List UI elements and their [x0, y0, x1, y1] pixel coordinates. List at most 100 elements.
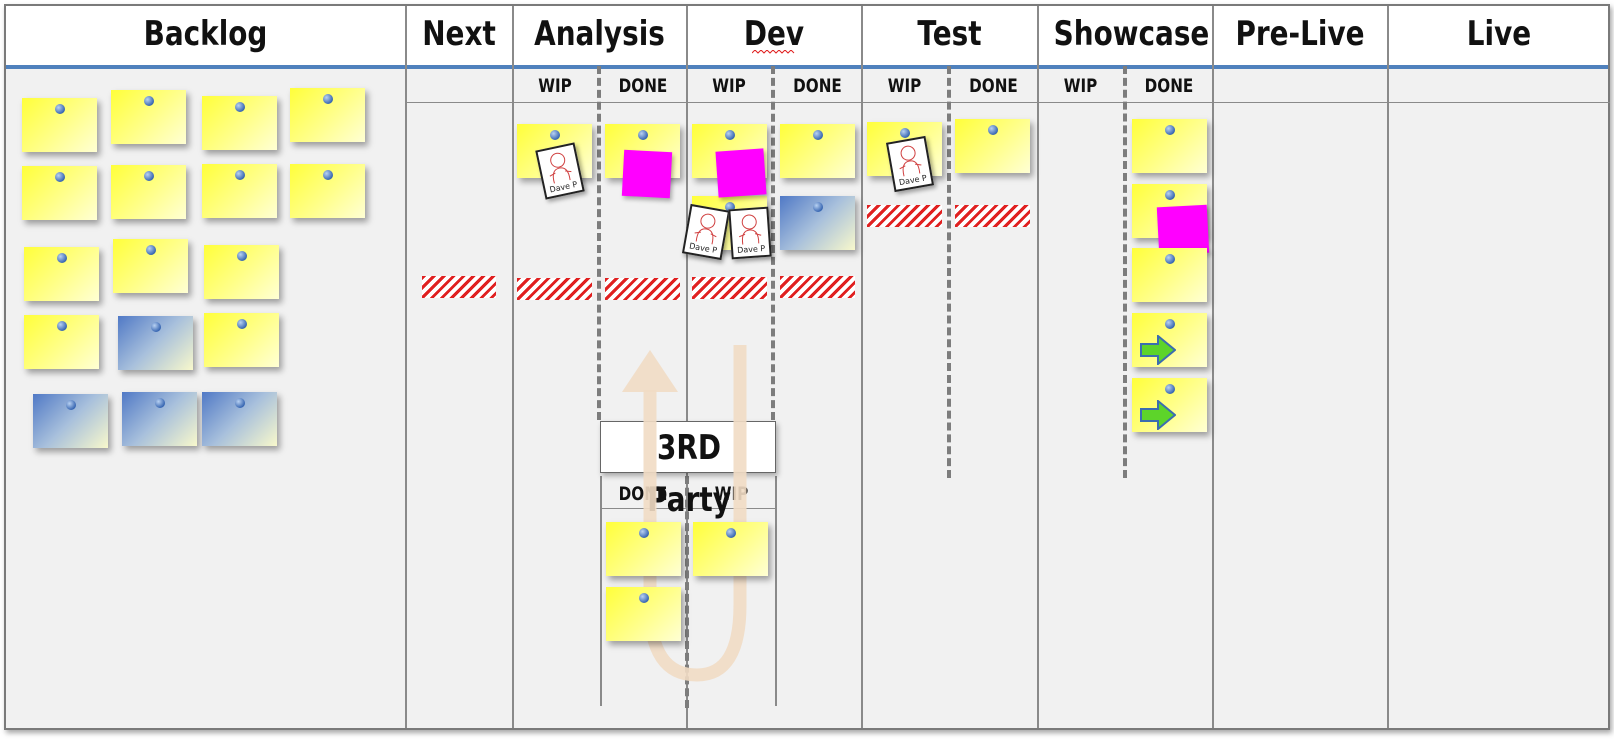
defect-card[interactable] [202, 392, 277, 446]
pushpin-icon [56, 253, 67, 263]
pushpin-icon [54, 104, 65, 114]
story-card[interactable] [204, 313, 279, 367]
person-avatar-icon[interactable]: Dave P [681, 203, 731, 261]
defect-card[interactable] [780, 196, 855, 250]
pushpin-icon [234, 398, 245, 408]
subcolumn-divider [597, 66, 601, 420]
story-card[interactable] [22, 98, 97, 152]
column-title-test: Test [917, 14, 982, 54]
pushpin-icon [236, 251, 247, 261]
right-arrow-icon [1140, 400, 1176, 430]
subcolumn-divider [947, 66, 951, 478]
spellcheck-underline [752, 50, 795, 54]
wip-limit-marker [867, 205, 942, 227]
pushpin-icon [322, 170, 333, 180]
story-card[interactable] [955, 119, 1030, 173]
header-band [6, 6, 1608, 66]
column-separator [1212, 6, 1214, 728]
wip-limit-marker [692, 277, 767, 299]
person-sketch-icon [694, 213, 717, 245]
subheader-rule [406, 102, 1610, 103]
story-card[interactable] [24, 247, 99, 301]
story-card[interactable] [113, 239, 188, 293]
column-separator [686, 6, 688, 728]
blocked-tag[interactable] [621, 149, 673, 199]
defect-card[interactable] [33, 394, 108, 448]
pushpin-icon [1164, 319, 1175, 329]
third-party-title: 3RD Party [647, 428, 731, 520]
header-divider [6, 65, 1608, 69]
pushpin-icon [322, 94, 333, 104]
subheader-analysis-done: DONE [618, 75, 668, 97]
story-card[interactable] [22, 166, 97, 220]
third-party-border [600, 476, 602, 706]
story-card[interactable] [606, 587, 681, 641]
story-card[interactable] [606, 522, 681, 576]
column-title-backlog: Backlog [143, 14, 268, 54]
pushpin-icon [145, 245, 156, 255]
story-card[interactable] [290, 88, 365, 142]
third-party-title-box: 3RD Party [600, 421, 776, 520]
story-card[interactable] [111, 90, 186, 144]
story-card[interactable] [1132, 119, 1207, 173]
pushpin-icon [549, 130, 560, 140]
pushpin-icon [143, 96, 154, 106]
person-avatar-icon[interactable]: Dave P [885, 135, 935, 193]
wip-limit-marker [780, 276, 855, 298]
column-title-showcase: Showcase [1053, 14, 1210, 54]
subheader-dev-wip: WIP [712, 75, 746, 97]
pushpin-icon [1164, 125, 1175, 135]
subheader-analysis-wip: WIP [538, 75, 572, 97]
column-separator [512, 6, 514, 728]
story-card[interactable] [204, 245, 279, 299]
column-separator [1037, 6, 1039, 728]
pushpin-icon [234, 170, 245, 180]
person-avatar-icon[interactable]: Dave P [535, 142, 585, 200]
pushpin-icon [1164, 254, 1175, 264]
story-card[interactable] [1132, 378, 1207, 432]
pushpin-icon [54, 172, 65, 182]
subheader-dev-done: DONE [793, 75, 842, 97]
column-title-dev: Dev [743, 14, 805, 54]
story-card[interactable] [693, 522, 768, 576]
story-card[interactable] [202, 96, 277, 150]
story-card[interactable] [111, 165, 186, 219]
column-separator [1387, 6, 1389, 728]
person-sketch-icon [549, 152, 572, 184]
column-title-live: Live [1466, 14, 1532, 54]
story-card[interactable] [290, 164, 365, 218]
third-party-border [775, 476, 777, 706]
pushpin-icon [899, 128, 910, 138]
subheader-test-done: DONE [969, 75, 1018, 97]
defect-card[interactable] [122, 392, 197, 446]
pushpin-icon [150, 322, 161, 332]
pushpin-icon [143, 171, 154, 181]
column-title-pre-live: Pre-Live [1235, 14, 1365, 54]
subheader-showcase-done: DONE [1144, 75, 1194, 97]
column-separator [861, 6, 863, 728]
person-sketch-icon [899, 145, 922, 177]
pushpin-icon [1164, 384, 1175, 394]
story-card[interactable] [1132, 248, 1207, 302]
avatar-name: Dave P [736, 243, 766, 255]
pushpin-icon [638, 528, 649, 538]
wip-limit-marker [955, 205, 1030, 227]
pushpin-icon [637, 130, 648, 140]
story-card[interactable] [24, 315, 99, 369]
subheader-test-wip: WIP [887, 75, 922, 97]
pushpin-icon [725, 528, 736, 538]
story-card[interactable] [202, 164, 277, 218]
pushpin-icon [724, 202, 735, 212]
pushpin-icon [154, 398, 165, 408]
defect-card[interactable] [118, 316, 193, 370]
wip-limit-marker [517, 278, 592, 300]
wip-limit-marker [422, 276, 496, 298]
pushpin-icon [638, 593, 649, 603]
story-card[interactable] [1132, 313, 1207, 367]
blocked-tag[interactable] [715, 148, 767, 198]
story-card[interactable] [780, 124, 855, 178]
person-avatar-icon[interactable]: Dave P [728, 206, 772, 260]
pushpin-icon [56, 321, 67, 331]
pushpin-icon [724, 130, 735, 140]
